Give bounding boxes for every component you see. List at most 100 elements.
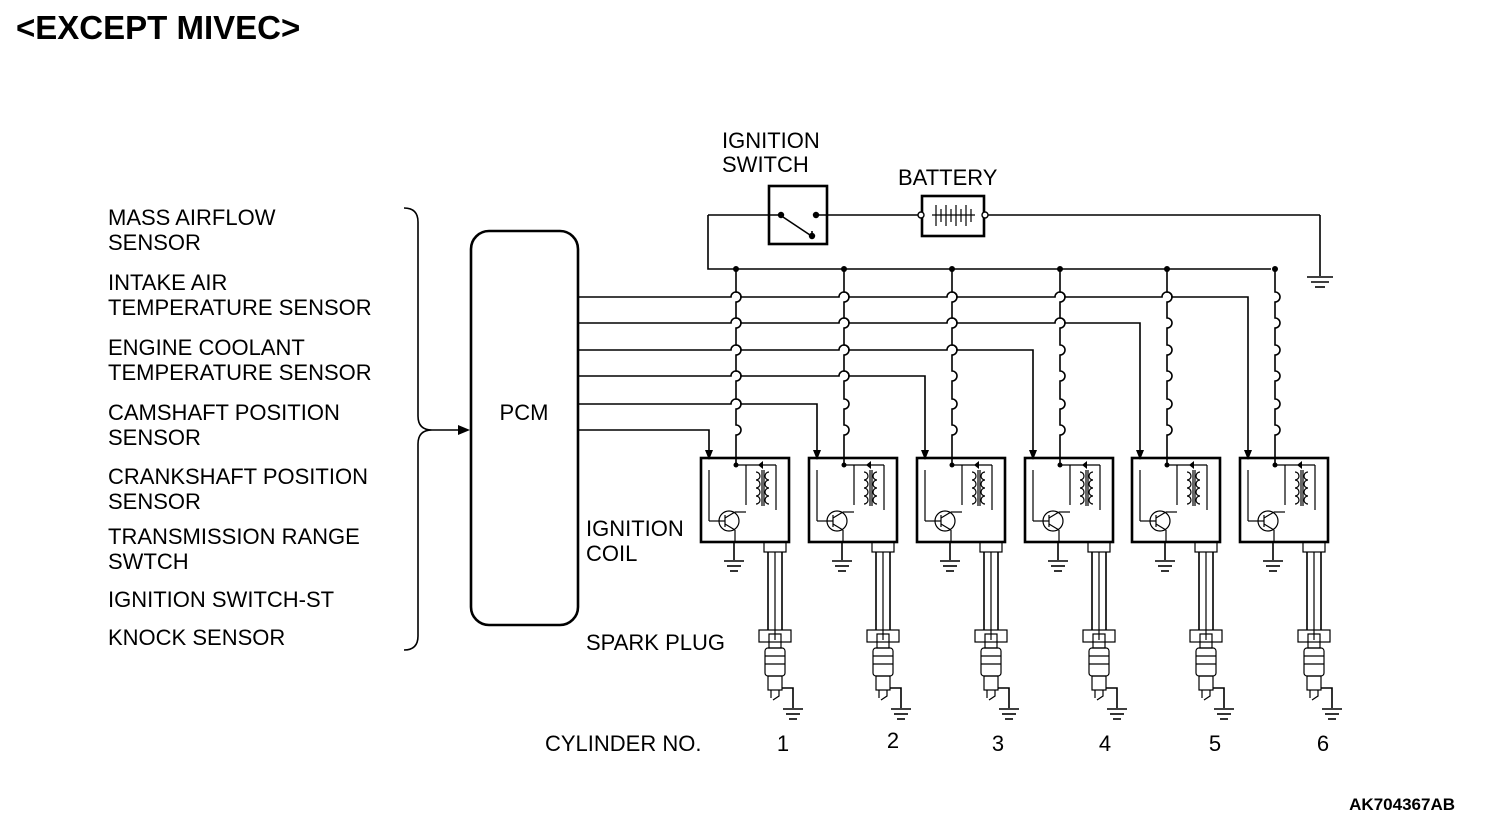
signal-arrowhead-cylinder-3 bbox=[921, 450, 929, 460]
plug-ground-icon-6 bbox=[1322, 708, 1342, 720]
spark-plug-icon-4 bbox=[1082, 629, 1116, 701]
coil-secondary-winding-1 bbox=[764, 471, 770, 505]
ignition-coil-label-line1: IGNITION bbox=[586, 516, 684, 541]
input-mass-airflow-line2: SENSOR bbox=[108, 230, 201, 255]
input-intake-air-temp-line1: INTAKE AIR bbox=[108, 270, 227, 295]
signal-line-cylinder-6 bbox=[579, 291, 1249, 452]
diagram-title: <EXCEPT MIVEC> bbox=[16, 9, 300, 46]
coil-ground-icon-2 bbox=[832, 560, 852, 572]
input-transmission-range-line2: SWTCH bbox=[108, 549, 189, 574]
input-engine-coolant-temp-line2: TEMPERATURE SENSOR bbox=[108, 360, 372, 385]
plug-ground-icon-2 bbox=[891, 708, 911, 720]
coil-secondary-winding-3 bbox=[980, 471, 986, 505]
cylinder-number-6: 6 bbox=[1317, 731, 1329, 756]
input-camshaft-position-line2: SENSOR bbox=[108, 425, 201, 450]
input-sensor-list: MASS AIRFLOW SENSOR INTAKE AIR TEMPERATU… bbox=[108, 205, 372, 650]
coil-housing-1 bbox=[699, 456, 791, 544]
spark-plug-icon-1 bbox=[758, 629, 792, 701]
figure-code: AK704367AB bbox=[1349, 795, 1455, 814]
input-ignition-switch-st: IGNITION SWITCH-ST bbox=[108, 587, 334, 612]
coil-housing-2 bbox=[807, 456, 899, 544]
coil-ground-icon-6 bbox=[1263, 560, 1283, 572]
power-feed-6 bbox=[1274, 269, 1281, 465]
input-crankshaft-position-line2: SENSOR bbox=[108, 489, 201, 514]
input-transmission-range-line1: TRANSMISSION RANGE bbox=[108, 524, 360, 549]
input-crankshaft-position-line1: CRANKSHAFT POSITION bbox=[108, 464, 368, 489]
input-mass-airflow-line1: MASS AIRFLOW bbox=[108, 205, 276, 230]
power-supply-bus bbox=[707, 215, 1271, 270]
signal-line-cylinder-3 bbox=[579, 370, 926, 452]
cylinder-number-5: 5 bbox=[1209, 731, 1221, 756]
input-knock-sensor: KNOCK SENSOR bbox=[108, 625, 285, 650]
coil-ground-icon-3 bbox=[940, 560, 960, 572]
coil-unit-5 bbox=[1130, 266, 1234, 720]
signal-arrowhead-cylinder-2 bbox=[813, 450, 821, 460]
signal-line-cylinder-4 bbox=[579, 344, 1034, 452]
pcm-label: PCM bbox=[500, 400, 549, 425]
input-camshaft-position-line1: CAMSHAFT POSITION bbox=[108, 400, 340, 425]
ignition-switch-symbol bbox=[708, 184, 919, 246]
coil-secondary-winding-6 bbox=[1303, 471, 1309, 505]
coil-primary-winding-1 bbox=[755, 471, 761, 505]
brace-to-pcm-arrowhead bbox=[458, 425, 470, 435]
power-feed-2 bbox=[843, 269, 850, 465]
coil-secondary-winding-4 bbox=[1088, 471, 1094, 505]
power-feed-1 bbox=[735, 269, 742, 465]
coil-diode-icon-4 bbox=[1082, 461, 1087, 469]
coil-ground-icon-4 bbox=[1048, 560, 1068, 572]
cylinder-number-4: 4 bbox=[1099, 731, 1111, 756]
ignition-switch-label-line2: SWITCH bbox=[722, 152, 809, 177]
coil-primary-winding-6 bbox=[1294, 471, 1300, 505]
cylinder-number-1: 1 bbox=[777, 731, 789, 756]
coil-unit-2 bbox=[807, 266, 911, 720]
plug-ground-icon-5 bbox=[1214, 708, 1234, 720]
ignition-coil-label-line2: COIL bbox=[586, 541, 637, 566]
spark-plug-label: SPARK PLUG bbox=[586, 630, 725, 655]
plug-ground-icon-3 bbox=[999, 708, 1019, 720]
signal-arrowhead-cylinder-4 bbox=[1029, 450, 1037, 460]
coil-diode-icon-6 bbox=[1297, 461, 1302, 469]
signal-arrowhead-cylinder-6 bbox=[1244, 450, 1252, 460]
coil-housing-5 bbox=[1130, 456, 1222, 544]
cylinder-number-2: 2 bbox=[887, 728, 899, 753]
input-intake-air-temp-line2: TEMPERATURE SENSOR bbox=[108, 295, 372, 320]
power-feed-5 bbox=[1166, 269, 1173, 465]
cylinder-number-3: 3 bbox=[992, 731, 1004, 756]
coil-unit-3 bbox=[915, 266, 1019, 720]
coil-unit-1 bbox=[699, 266, 803, 720]
battery-symbol bbox=[917, 194, 1321, 276]
battery-ground-icon bbox=[1307, 276, 1333, 288]
pcm-box bbox=[469, 229, 580, 627]
input-engine-coolant-temp-line1: ENGINE COOLANT bbox=[108, 335, 305, 360]
coil-diode-icon-2 bbox=[866, 461, 871, 469]
plug-ground-icon-4 bbox=[1107, 708, 1127, 720]
coil-diode-icon-1 bbox=[758, 461, 763, 469]
plug-ground-icon-1 bbox=[783, 708, 803, 720]
signal-line-cylinder-5 bbox=[579, 317, 1141, 452]
coil-diode-icon-5 bbox=[1189, 461, 1194, 469]
signal-line-cylinder-1 bbox=[579, 429, 710, 452]
coil-primary-winding-3 bbox=[971, 471, 977, 505]
coil-housing-6 bbox=[1238, 456, 1330, 544]
input-brace bbox=[403, 207, 433, 651]
spark-plug-icon-5 bbox=[1189, 629, 1223, 701]
coil-secondary-winding-5 bbox=[1195, 471, 1201, 505]
power-feed-3 bbox=[951, 269, 958, 465]
battery-label: BATTERY bbox=[898, 165, 998, 190]
coil-secondary-winding-2 bbox=[872, 471, 878, 505]
spark-plug-icon-2 bbox=[866, 629, 900, 701]
coil-primary-winding-5 bbox=[1186, 471, 1192, 505]
power-feed-4 bbox=[1059, 269, 1066, 465]
spark-plug-icon-3 bbox=[974, 629, 1008, 701]
coil-primary-winding-4 bbox=[1079, 471, 1085, 505]
coil-ground-icon-5 bbox=[1155, 560, 1175, 572]
coil-unit-6 bbox=[1238, 266, 1342, 720]
coil-ground-icon-1 bbox=[724, 560, 744, 572]
signal-arrowhead-cylinder-5 bbox=[1136, 450, 1144, 460]
coil-diode-icon-3 bbox=[974, 461, 979, 469]
cylinder-number-label: CYLINDER NO. bbox=[545, 731, 701, 756]
coil-housing-4 bbox=[1023, 456, 1115, 544]
signal-arrowhead-cylinder-1 bbox=[705, 450, 713, 460]
coil-housing-3 bbox=[915, 456, 1007, 544]
